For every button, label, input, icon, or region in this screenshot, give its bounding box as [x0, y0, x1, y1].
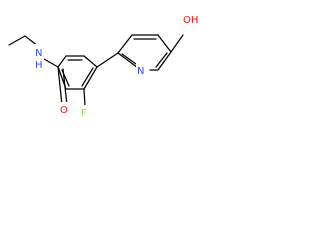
bond-c-f	[83, 88, 86, 107]
atom-oh-label: OH	[183, 15, 198, 26]
bond-ring-b-6-double	[121, 53, 137, 65]
bond-ring-a-1	[57, 55, 67, 68]
bond-ring-a-3	[83, 55, 98, 68]
bond-ring-b-3	[157, 34, 172, 53]
bond-ethyl-ch3-ch2	[8, 35, 26, 46]
molecule-structure-diagram: OH N N H O F	[8, 12, 205, 119]
bond-ring-b-1	[117, 34, 133, 54]
bond-ring-b-4	[157, 51, 172, 71]
atom-nh-label: N	[35, 48, 42, 59]
atom-f-label: F	[81, 108, 87, 119]
atom-n-ring-label: N	[137, 66, 144, 77]
atom-h-amide-label: H	[35, 60, 43, 71]
bond-ring-b-6	[117, 52, 139, 69]
bond-layer	[8, 34, 184, 107]
bond-ring-a-6-double	[61, 69, 70, 87]
bond-n-carbonyl-carbon	[43, 58, 59, 68]
atom-o-carbonyl-label: O	[60, 105, 68, 116]
atom-label-layer: OH N N H O F	[34, 12, 205, 119]
bond-ring-a-4	[83, 66, 98, 90]
bond-biaryl	[96, 52, 119, 68]
bond-carbonyl-c-o	[57, 66, 63, 106]
bond-ring-b-4-double	[155, 52, 168, 68]
bond-ring-a-4-double	[81, 67, 94, 87]
bond-c-oh	[170, 34, 184, 53]
bond-ring-a-6	[57, 66, 67, 90]
